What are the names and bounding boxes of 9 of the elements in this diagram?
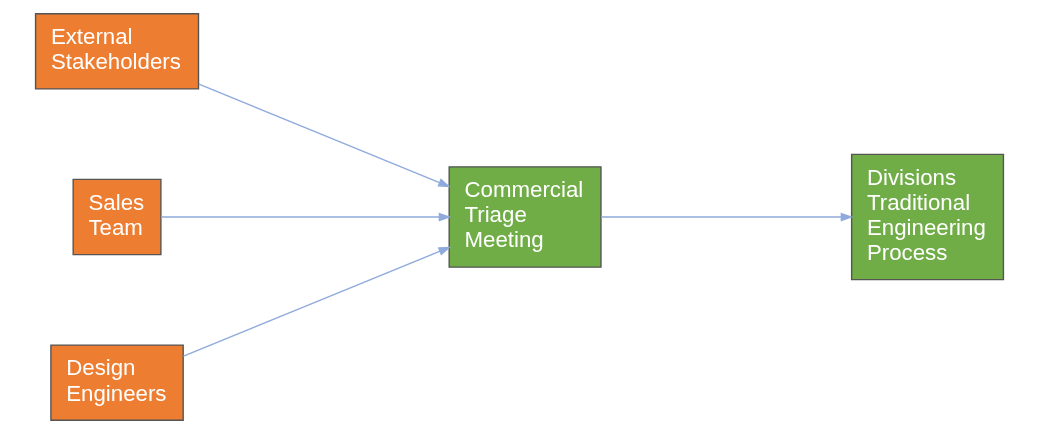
arrow [600, 212, 853, 222]
node-box: Design Engineers [49, 344, 184, 421]
arrow [197, 83, 451, 188]
arrow [159, 212, 451, 222]
node-box: External Stakeholders [34, 13, 199, 90]
node-box: Sales Team [71, 178, 162, 256]
node-box: Divisions Traditional Engineering Process [850, 153, 1004, 281]
node-box: Commercial Triage Meeting [447, 166, 602, 268]
arrow [182, 246, 451, 357]
